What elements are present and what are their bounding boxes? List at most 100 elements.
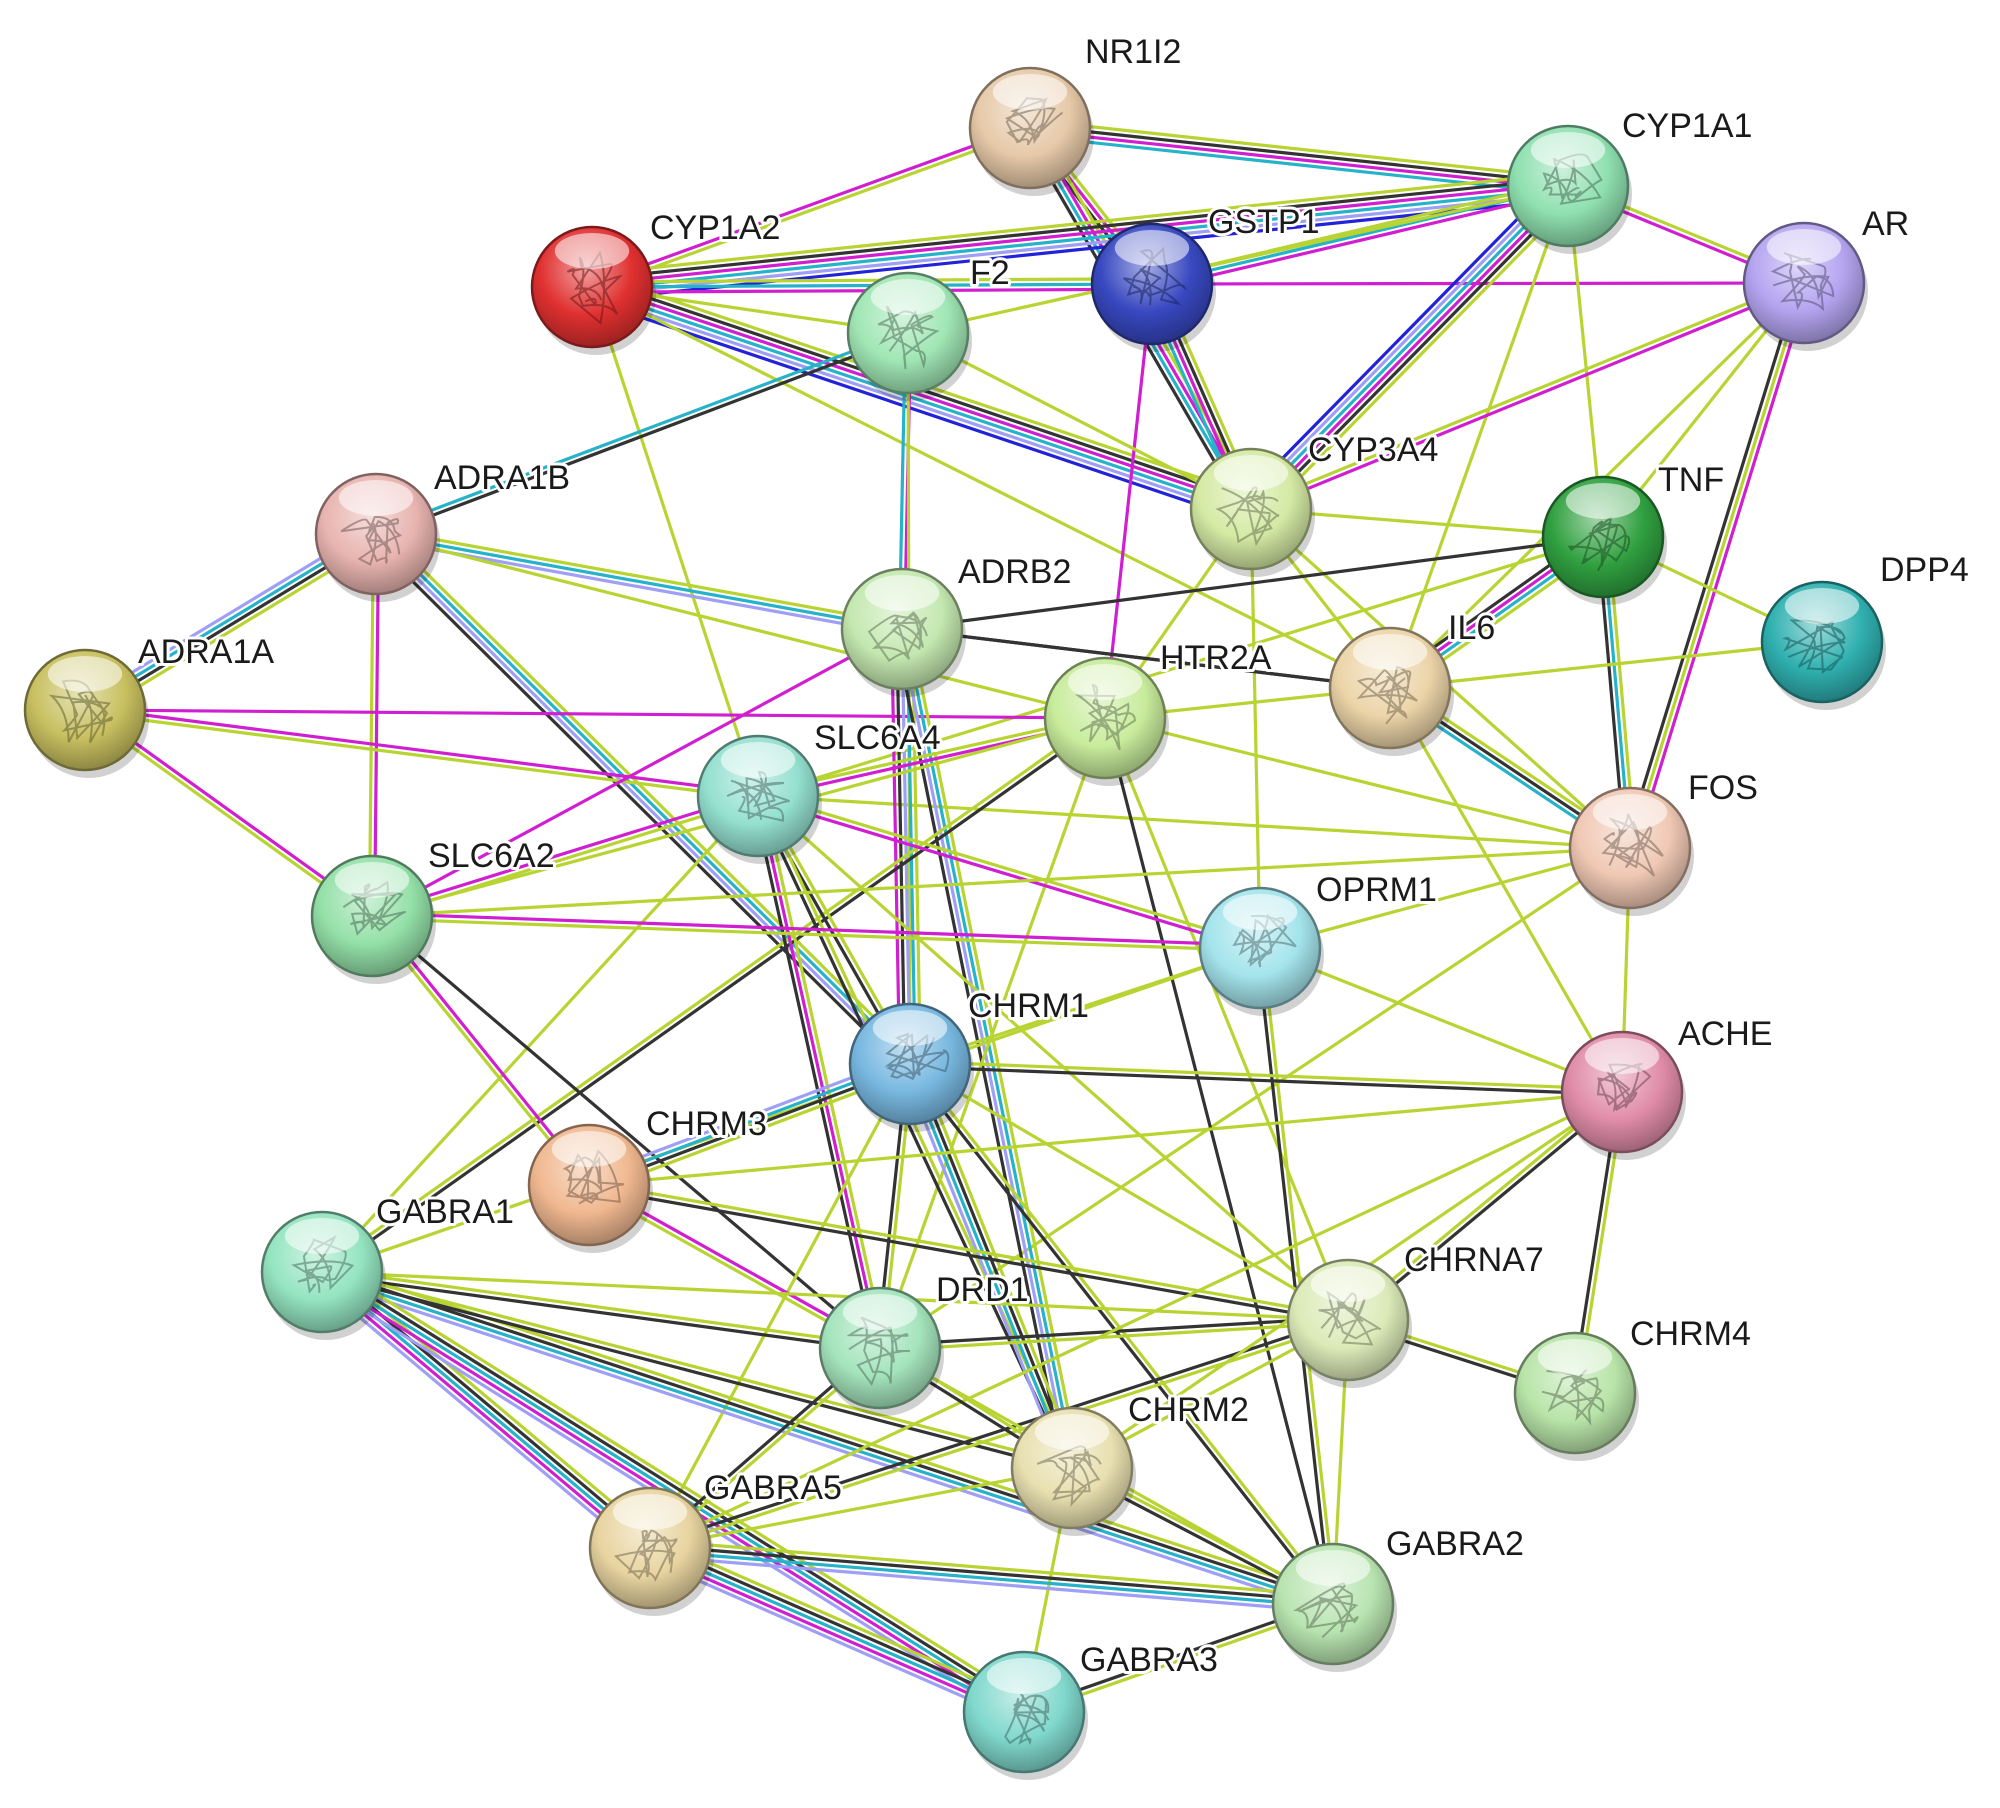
node-CYP3A4[interactable]: CYP3A4 — [1189, 428, 1441, 577]
node-GABRA2[interactable]: GABRA2 — [1271, 1522, 1527, 1672]
node-CYP1A2[interactable]: CYP1A2 — [530, 206, 783, 355]
node-label-CHRM4: CHRM4 — [1630, 1315, 1751, 1353]
node-CHRM4[interactable]: CHRM4 — [1513, 1312, 1754, 1461]
node-FOS[interactable]: FOS — [1568, 766, 1761, 916]
edge-textmining-line — [648, 1466, 1074, 1550]
edge-textmining-line — [878, 716, 1107, 1350]
node-CHRM2[interactable]: CHRM2 — [1010, 1388, 1252, 1536]
protein-structure-icon — [726, 770, 790, 822]
edge-textmining-line — [908, 1059, 1624, 1092]
edge-coexpression-line — [323, 1265, 1029, 1710]
node-GABRA3[interactable]: GABRA3 — [962, 1638, 1221, 1780]
edge-NR1I2-CYP1A2 — [589, 123, 1033, 291]
edge-IL6-ACHE — [1388, 686, 1624, 1094]
edge-coexpression-line — [319, 1272, 1073, 1473]
node-label-CYP1A2: CYP1A2 — [650, 209, 780, 247]
edge-coexpression-line — [648, 1543, 1335, 1604]
node-GABRA1[interactable]: GABRA1 — [260, 1190, 517, 1340]
node-AR[interactable]: AR — [1742, 202, 1912, 351]
edge-FOS-HTR2A — [1103, 716, 1632, 850]
protein-structure-icon — [1770, 252, 1835, 312]
edge-GABRA1-DRD1 — [320, 1267, 883, 1353]
edge-textmining-line — [1388, 184, 1570, 690]
edge-GABRA1-CHRM2 — [319, 1267, 1075, 1473]
edge-textmining-line — [375, 527, 905, 626]
edge-coexpression-line — [1028, 123, 1570, 185]
node-IL6[interactable]: IL6 — [1328, 606, 1498, 756]
edge-CHRNA7-GABRA5 — [647, 1315, 1351, 1553]
edge-FOS-SLC6A4 — [756, 794, 1632, 850]
node-label-IL6: IL6 — [1448, 609, 1495, 647]
edge-GABRA5-GABRA3 — [644, 1536, 1030, 1724]
node-SLC6A4[interactable]: SLC6A4 — [696, 716, 944, 864]
protein-structure-icon — [1004, 1693, 1050, 1746]
node-highlight — [864, 575, 940, 611]
edge-IL6-DPP4 — [1388, 640, 1824, 690]
node-ADRA1A[interactable]: ADRA1A — [23, 630, 277, 778]
edge-AR-CYP3A4 — [1248, 279, 1807, 513]
edge-textmining-line — [908, 1062, 1350, 1322]
node-OPRM1[interactable]: OPRM1 — [1198, 868, 1440, 1016]
edge-SLC6A4-CHRNA7 — [756, 794, 1350, 1322]
edge-experiments-line — [756, 794, 882, 1350]
edge-databases-line — [905, 1063, 1072, 1471]
edge-textmining-line — [325, 1261, 1032, 1705]
node-CYP1A1[interactable]: CYP1A1 — [1506, 104, 1755, 254]
edge-coexpression-line — [368, 537, 907, 1072]
edge-textmining-line — [1628, 281, 1806, 850]
node-label-GABRA1: GABRA1 — [376, 1193, 514, 1231]
edge-HTR2A-DRD1 — [878, 716, 1107, 1350]
node-highlight — [1295, 1550, 1371, 1586]
edge-textmining-line — [591, 128, 1033, 291]
edge-textmining-line — [320, 1267, 883, 1348]
edge-coexpression-line — [320, 1272, 882, 1353]
node-label-CHRM1: CHRM1 — [968, 987, 1089, 1025]
node-GSTP1[interactable]: GSTP1 — [1090, 200, 1322, 352]
node-CHRNA7[interactable]: CHRNA7 — [1286, 1238, 1547, 1388]
edge-SLC6A4-GABRA1 — [320, 794, 760, 1274]
protein-structure-icon — [1074, 684, 1136, 751]
node-F2[interactable]: F2 — [846, 251, 1013, 401]
node-label-CYP1A1: CYP1A1 — [1622, 107, 1752, 145]
edge-databases-line — [589, 287, 1252, 514]
node-DRD1[interactable]: DRD1 — [818, 1268, 1032, 1416]
node-TNF[interactable]: TNF — [1541, 458, 1727, 605]
node-HTR2A[interactable]: HTR2A — [1043, 636, 1275, 786]
edge-textmining-line — [758, 793, 1077, 1469]
edge-CYP1A2-IL6 — [590, 285, 1392, 690]
node-GABRA5[interactable]: GABRA5 — [588, 1466, 845, 1616]
node-highlight — [720, 742, 796, 778]
edge-textmining-line — [321, 1267, 1075, 1468]
protein-structure-icon — [846, 1316, 910, 1387]
edge-FOS-DRD1 — [878, 846, 1632, 1350]
node-CHRM3[interactable]: CHRM3 — [527, 1102, 770, 1253]
edge-experiments-line — [589, 123, 1031, 287]
edge-textmining-line — [648, 1090, 1624, 1550]
edge-textmining-line — [878, 1320, 1350, 1353]
edge-CHRM1-GABRA2 — [906, 1060, 1337, 1608]
edge-GSTP1-HTR2A — [1103, 282, 1154, 720]
node-NR1I2[interactable]: NR1I2 — [968, 30, 1184, 196]
node-SLC6A2[interactable]: SLC6A2 — [310, 834, 558, 984]
protein-structure-icon — [877, 305, 940, 370]
node-highlight — [47, 656, 123, 692]
protein-structure-icon — [566, 250, 624, 325]
node-highlight — [1537, 1339, 1613, 1375]
node-label-ADRA1B: ADRA1B — [434, 459, 570, 497]
edge-databases-line — [590, 187, 1570, 292]
node-label-NR1I2: NR1I2 — [1085, 33, 1181, 71]
protein-structure-icon — [1232, 913, 1297, 968]
node-ADRA1B[interactable]: ADRA1B — [314, 456, 573, 602]
node-highlight — [1352, 634, 1428, 670]
edge-homology-line — [313, 1278, 645, 1558]
node-ACHE[interactable]: ACHE — [1560, 1012, 1775, 1160]
node-highlight — [992, 74, 1068, 110]
edge-ADRB2-CHRM2 — [892, 625, 1082, 1472]
node-highlight — [554, 233, 630, 269]
edge-textmining-line — [649, 1320, 1351, 1553]
node-ADRB2[interactable]: ADRB2 — [840, 550, 1074, 697]
node-DPP4[interactable]: DPP4 — [1760, 548, 1972, 710]
edge-HTR2A-GABRA1 — [318, 714, 1109, 1276]
node-CHRM1[interactable]: CHRM1 — [848, 984, 1092, 1132]
edge-homology-line — [372, 534, 910, 1068]
